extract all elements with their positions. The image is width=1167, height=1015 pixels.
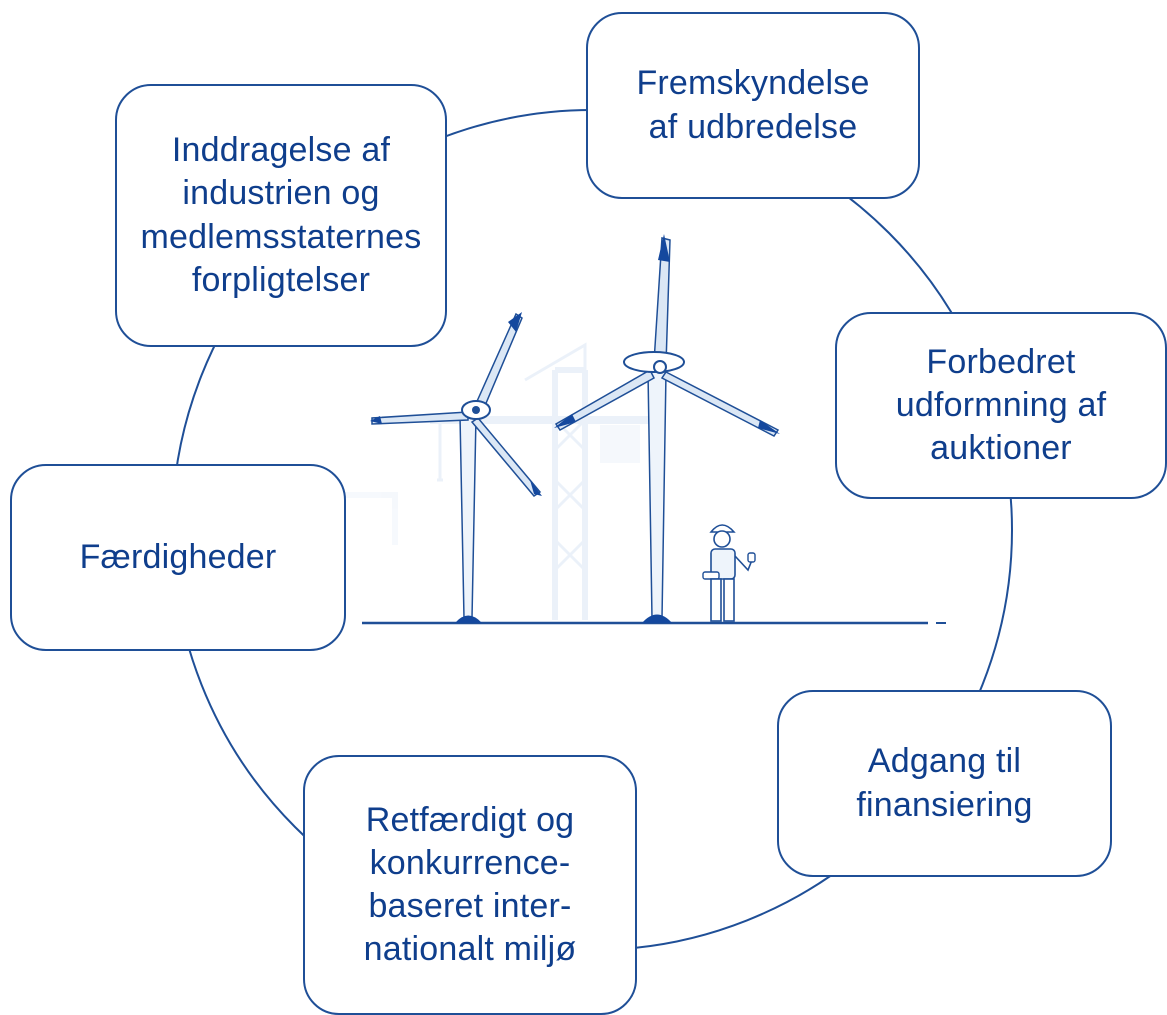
wind-turbine-icon bbox=[370, 312, 542, 623]
node-label: Inddragelse af industrien og medlemsstat… bbox=[140, 131, 422, 299]
construction-crane-icon bbox=[345, 342, 660, 620]
node-label: Adgang til finansiering bbox=[856, 742, 1033, 824]
node-label: Færdigheder bbox=[79, 537, 277, 576]
worker-icon bbox=[702, 524, 756, 622]
wind-turbine-icon bbox=[554, 234, 780, 623]
node-forbedret: Forbedret udformning af auktioner bbox=[835, 312, 1167, 499]
node-inddragelse: Inddragelse af industrien og medlemsstat… bbox=[115, 84, 447, 347]
node-faerdigheder: Færdigheder bbox=[10, 464, 346, 651]
node-retfaerdigt: Retfærdigt og konkurrence- baseret inter… bbox=[303, 755, 637, 1015]
node-adgang: Adgang til finansiering bbox=[777, 690, 1112, 877]
node-label: Forbedret udformning af auktioner bbox=[895, 342, 1107, 468]
node-fremskyndelse: Fremskyndelse af udbredelse bbox=[586, 12, 920, 199]
node-label: Retfærdigt og konkurrence- baseret inter… bbox=[363, 800, 577, 969]
node-label: Fremskyndelse af udbredelse bbox=[636, 64, 870, 146]
